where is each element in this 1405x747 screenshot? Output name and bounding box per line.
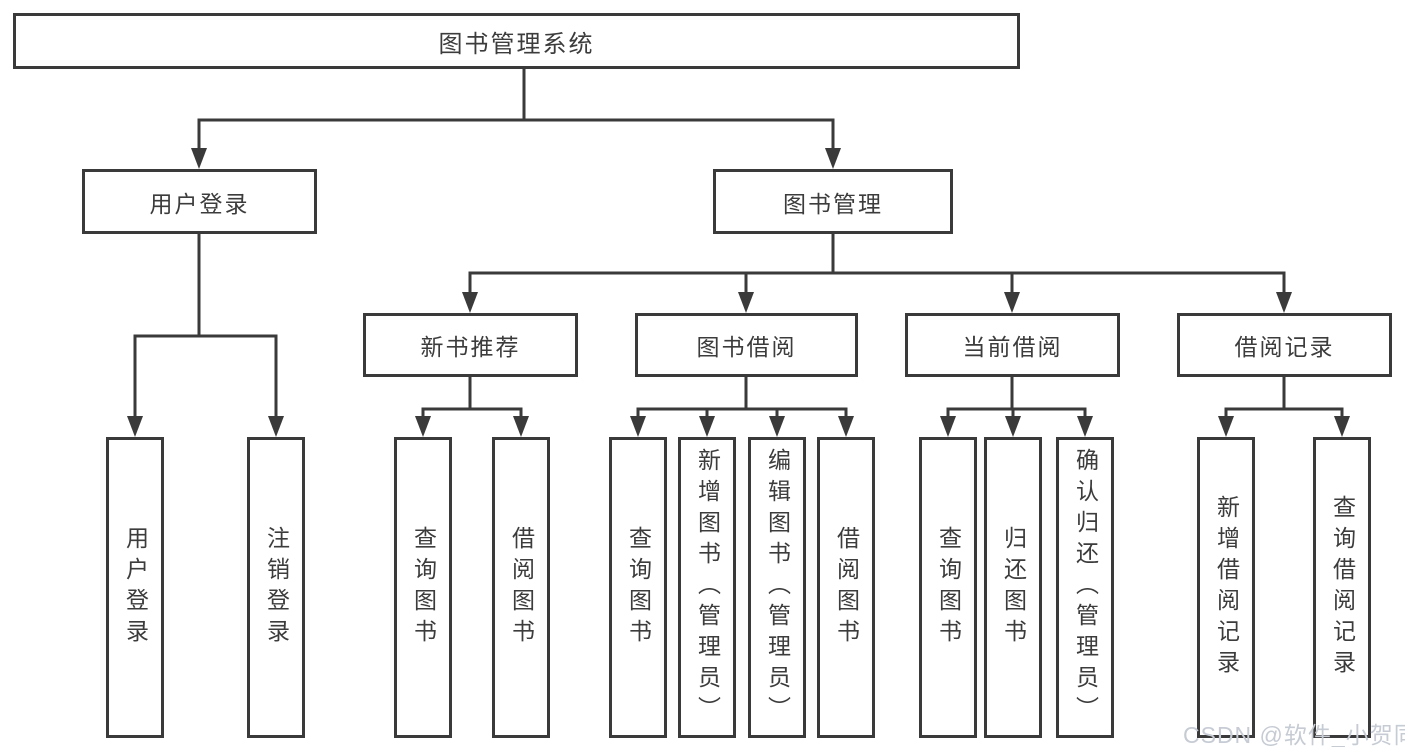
node-borrow-records: 借阅记录 [1177, 313, 1392, 377]
arrowhead [127, 416, 143, 437]
leaf-confirm-return-admin: 确认归还（管理员） [1056, 437, 1114, 738]
connector-book-mgmt-to-l3 [468, 231, 1286, 298]
leaf-label: 借阅图书 [833, 525, 860, 650]
node-user-login: 用户登录 [82, 169, 317, 234]
arrowhead [940, 416, 956, 437]
arrowhead [1218, 416, 1234, 437]
node-new-book-recommend: 新书推荐 [363, 313, 578, 377]
node-current-borrow: 当前借阅 [905, 313, 1120, 377]
arrowhead [268, 416, 284, 437]
leaf-borrow-books-recommend: 借阅图书 [492, 437, 550, 738]
leaf-query-books-current: 查询图书 [919, 437, 977, 738]
leaf-label: 编辑图书（管理员） [764, 448, 791, 727]
leaf-label: 查询图书 [410, 525, 437, 650]
leaf-user-login: 用户登录 [106, 437, 164, 738]
connector-book-borrow-leaves [636, 375, 848, 422]
node-book-management: 图书管理 [713, 169, 953, 234]
arrowhead [1334, 416, 1350, 437]
arrowhead [1077, 416, 1093, 437]
arrowhead [462, 292, 478, 313]
node-root: 图书管理系统 [13, 13, 1020, 69]
node-book-borrow: 图书借阅 [635, 313, 858, 377]
csdn-watermark: CSDN @软件_小贺同学 [1183, 722, 1405, 747]
arrowhead [1004, 292, 1020, 313]
leaf-label: 新增借阅记录 [1213, 494, 1240, 681]
leaf-add-borrow-record: 新增借阅记录 [1197, 437, 1255, 738]
arrowhead [1005, 416, 1021, 437]
arrowhead [769, 416, 785, 437]
leaf-query-borrow-record: 查询借阅记录 [1313, 437, 1371, 738]
leaf-logout: 注销登录 [247, 437, 305, 738]
leaf-label: 查询借阅记录 [1329, 494, 1356, 681]
arrowhead [630, 416, 646, 437]
arrowhead [838, 416, 854, 437]
arrowhead [1276, 292, 1292, 313]
connector-new-book-leaves [421, 375, 523, 422]
leaf-edit-books-admin: 编辑图书（管理员） [748, 437, 806, 738]
leaf-label: 借阅图书 [508, 525, 535, 650]
arrowhead [191, 148, 207, 169]
leaf-query-books-borrow: 查询图书 [609, 437, 667, 738]
leaf-return-books: 归还图书 [984, 437, 1042, 738]
arrowhead [513, 416, 529, 437]
leaf-label: 用户登录 [122, 525, 149, 650]
connector-user-login-leaves [133, 231, 278, 422]
arrowhead [415, 416, 431, 437]
leaf-add-books-admin: 新增图书（管理员） [678, 437, 736, 738]
leaf-label: 注销登录 [263, 525, 290, 650]
leaf-label: 查询图书 [935, 525, 962, 650]
leaf-label: 查询图书 [625, 525, 652, 650]
connector-root-to-l2 [197, 67, 835, 154]
leaf-query-books-recommend: 查询图书 [394, 437, 452, 738]
arrowhead [699, 416, 715, 437]
leaf-label: 确认归还（管理员） [1072, 448, 1099, 727]
leaf-label: 归还图书 [1000, 525, 1027, 650]
leaf-borrow-books: 借阅图书 [817, 437, 875, 738]
arrowheads [127, 148, 1350, 437]
connector-borrow-records-leaves [1224, 375, 1344, 422]
arrowhead [738, 292, 754, 313]
connector-current-borrow-leaves [946, 375, 1087, 422]
arrowhead [825, 148, 841, 169]
leaf-label: 新增图书（管理员） [694, 448, 721, 727]
